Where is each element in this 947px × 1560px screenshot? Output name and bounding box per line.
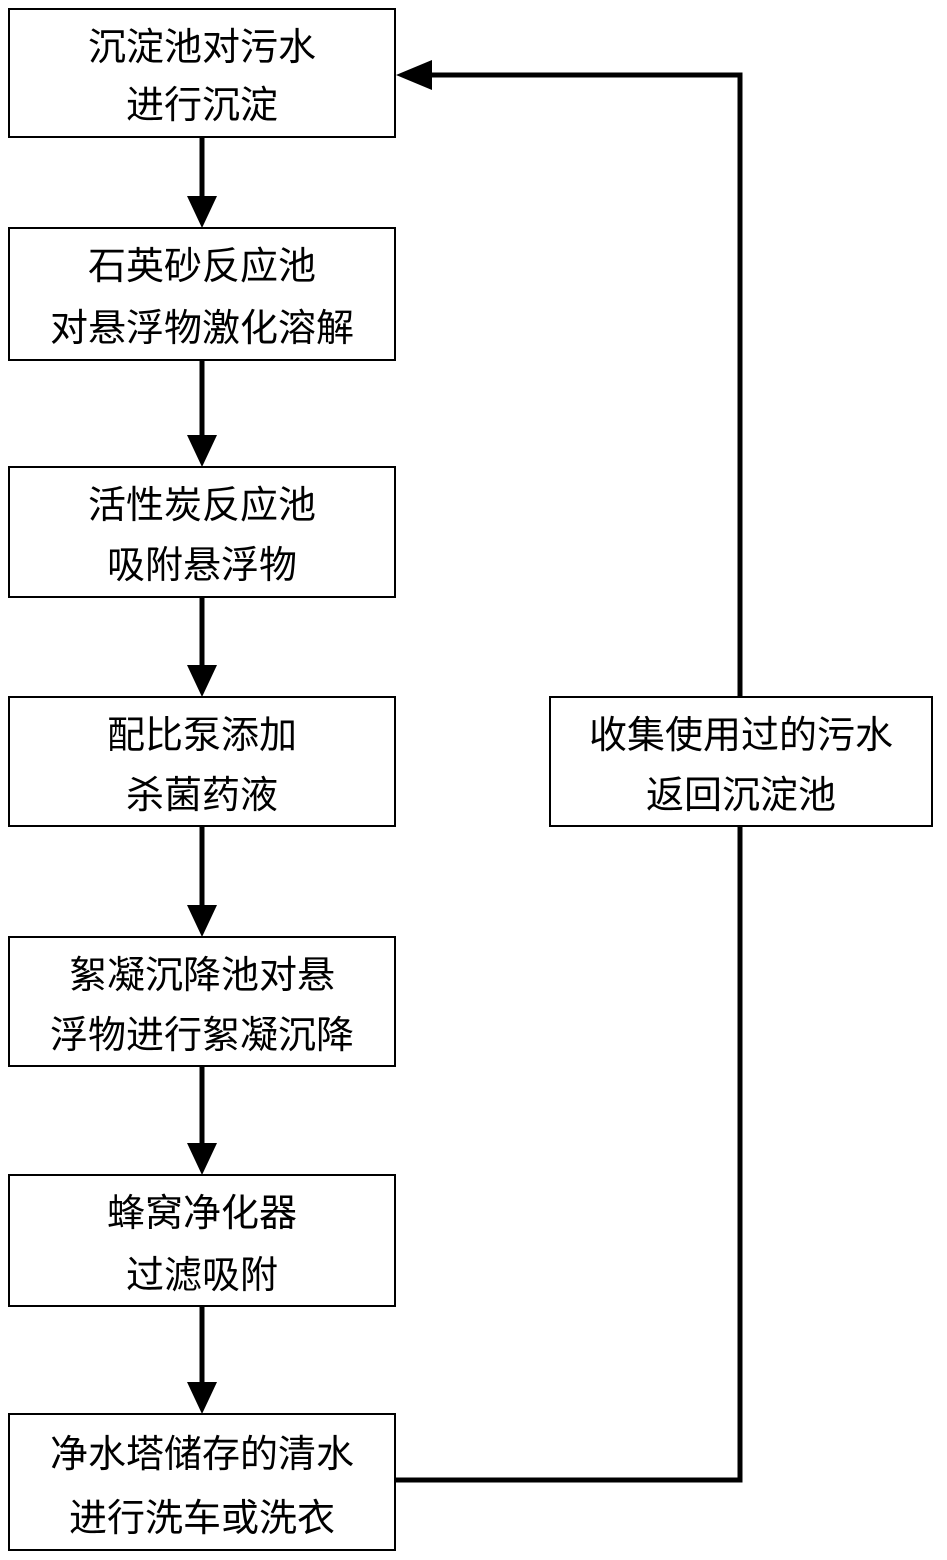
step-collect-line2: 返回沉淀池: [646, 773, 836, 817]
step-carbon-line2: 吸附悬浮物: [107, 543, 297, 587]
step-flocculation: 絮凝沉降池对悬 浮物进行絮凝沉降: [8, 936, 396, 1067]
arrow-flocculation-to-honeycomb: [187, 1066, 217, 1175]
step-honeycomb-box: [8, 1174, 396, 1307]
step-quartz: 石英砂反应池 对悬浮物激化溶解: [8, 227, 396, 361]
step-flocculation-box: [8, 936, 396, 1067]
step-flocculation-line1: 絮凝沉降池对悬: [69, 953, 335, 997]
arrow-collect-to-settling: [396, 60, 743, 697]
step-settling-box: [8, 8, 396, 138]
step-collect-box: [549, 696, 933, 827]
step-collect: 收集使用过的污水 返回沉淀池: [549, 696, 933, 827]
step-dosing-box: [8, 696, 396, 827]
step-tower: 净水塔储存的清水 进行洗车或洗衣: [8, 1413, 396, 1551]
arrow-carbon-to-dosing: [187, 597, 217, 697]
step-dosing-line2: 杀菌药液: [126, 773, 278, 817]
step-dosing: 配比泵添加 杀菌药液: [8, 696, 396, 827]
step-settling-line2: 进行沉淀: [126, 83, 278, 127]
step-carbon-line1: 活性炭反应池: [88, 483, 316, 527]
step-quartz-line2: 对悬浮物激化溶解: [50, 306, 354, 350]
step-quartz-box: [8, 227, 396, 361]
step-honeycomb-line2: 过滤吸附: [126, 1253, 278, 1297]
step-honeycomb-line1: 蜂窝净化器: [107, 1191, 297, 1235]
arrow-settling-to-quartz: [187, 137, 217, 228]
step-carbon: 活性炭反应池 吸附悬浮物: [8, 466, 396, 598]
arrow-honeycomb-to-tower: [187, 1306, 217, 1414]
step-collect-line1: 收集使用过的污水: [589, 713, 893, 757]
step-settling-line1: 沉淀池对污水: [88, 25, 316, 69]
arrow-quartz-to-carbon: [187, 360, 217, 467]
connector-tower-to-collect: [395, 826, 743, 1483]
step-honeycomb: 蜂窝净化器 过滤吸附: [8, 1174, 396, 1307]
step-quartz-line1: 石英砂反应池: [88, 244, 316, 288]
step-tower-line1: 净水塔储存的清水: [50, 1432, 354, 1476]
step-flocculation-line2: 浮物进行絮凝沉降: [50, 1013, 354, 1057]
step-tower-box: [8, 1413, 396, 1551]
step-dosing-line1: 配比泵添加: [107, 713, 297, 757]
step-tower-line2: 进行洗车或洗衣: [69, 1496, 335, 1540]
arrow-dosing-to-flocculation: [187, 826, 217, 937]
step-settling: 沉淀池对污水 进行沉淀: [8, 8, 396, 138]
